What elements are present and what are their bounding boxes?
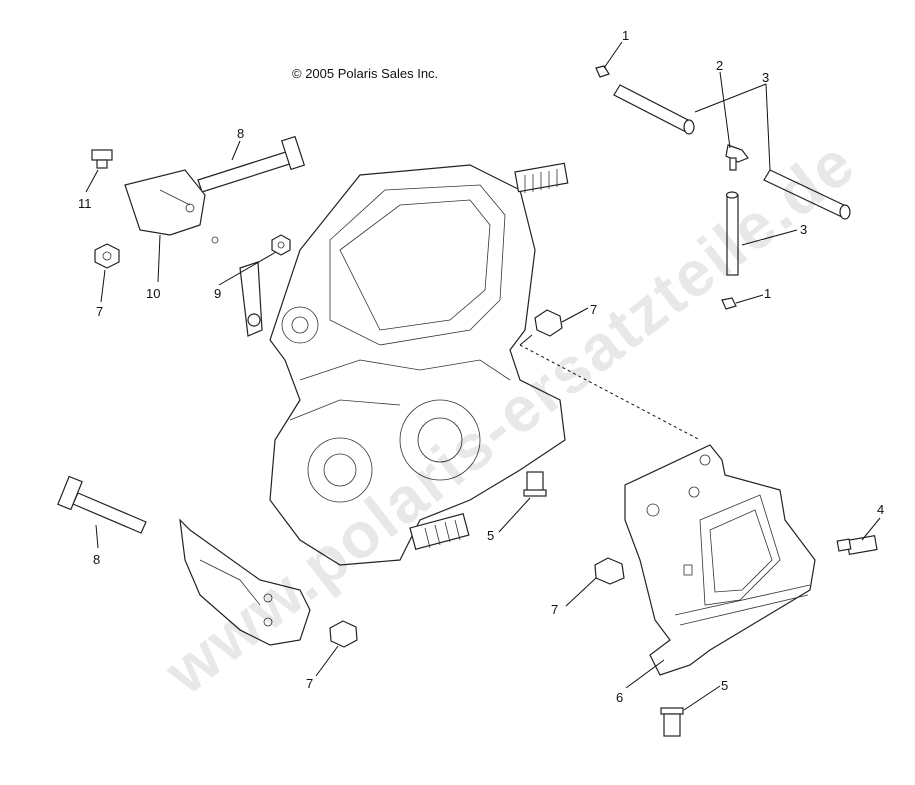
bolt-4 bbox=[836, 534, 878, 556]
nut-7-bottom bbox=[329, 620, 358, 648]
copyright-notice: © 2005 Polaris Sales Inc. bbox=[292, 66, 439, 81]
callout-7-left: 7 bbox=[96, 304, 103, 319]
nut-7-bracket bbox=[594, 557, 625, 585]
exploded-view-drawing: 1 2 3 3 1 8 11 10 9 7 7 8 5 7 6 5 4 7 bbox=[57, 28, 884, 737]
bolt-8-upper bbox=[197, 135, 306, 193]
callout-10: 10 bbox=[146, 286, 160, 301]
callout-8-top: 8 bbox=[237, 126, 244, 141]
callout-6: 6 bbox=[616, 690, 623, 705]
bolt-5-middle bbox=[523, 471, 547, 497]
gearcase-assembly bbox=[239, 162, 569, 566]
leader-lines bbox=[85, 41, 881, 711]
callout-7-right: 7 bbox=[590, 302, 597, 317]
callout-11: 11 bbox=[78, 196, 92, 211]
nut-7-upper-left bbox=[94, 243, 120, 269]
parts-diagram: www.polaris-ersatzteile.de © 2005 Polari… bbox=[57, 28, 884, 737]
bolt-11 bbox=[91, 149, 113, 169]
nut-9 bbox=[271, 234, 291, 256]
callout-2: 2 bbox=[716, 58, 723, 73]
callout-labels: 1 2 3 3 1 8 11 10 9 7 7 8 5 7 6 5 4 7 bbox=[78, 28, 884, 705]
bolt-5-bottom bbox=[660, 707, 684, 737]
bolt-8-lower bbox=[57, 475, 147, 534]
callout-9: 9 bbox=[214, 286, 221, 301]
mount-bracket-left bbox=[179, 518, 311, 646]
callout-8-lower: 8 bbox=[93, 552, 100, 567]
callout-5-middle: 5 bbox=[487, 528, 494, 543]
callout-1-right: 1 bbox=[764, 286, 771, 301]
callout-7-bracket: 7 bbox=[551, 602, 558, 617]
nut-7-right bbox=[534, 309, 563, 337]
vent-hoses bbox=[595, 65, 851, 310]
callout-1-top: 1 bbox=[622, 28, 629, 43]
callout-7-bottom: 7 bbox=[306, 676, 313, 691]
callout-3-right: 3 bbox=[800, 222, 807, 237]
callout-5-bottom: 5 bbox=[721, 678, 728, 693]
callout-4: 4 bbox=[877, 502, 884, 517]
bracket-10 bbox=[124, 169, 219, 244]
callout-3-top: 3 bbox=[762, 70, 769, 85]
mount-plate-6 bbox=[624, 444, 816, 676]
